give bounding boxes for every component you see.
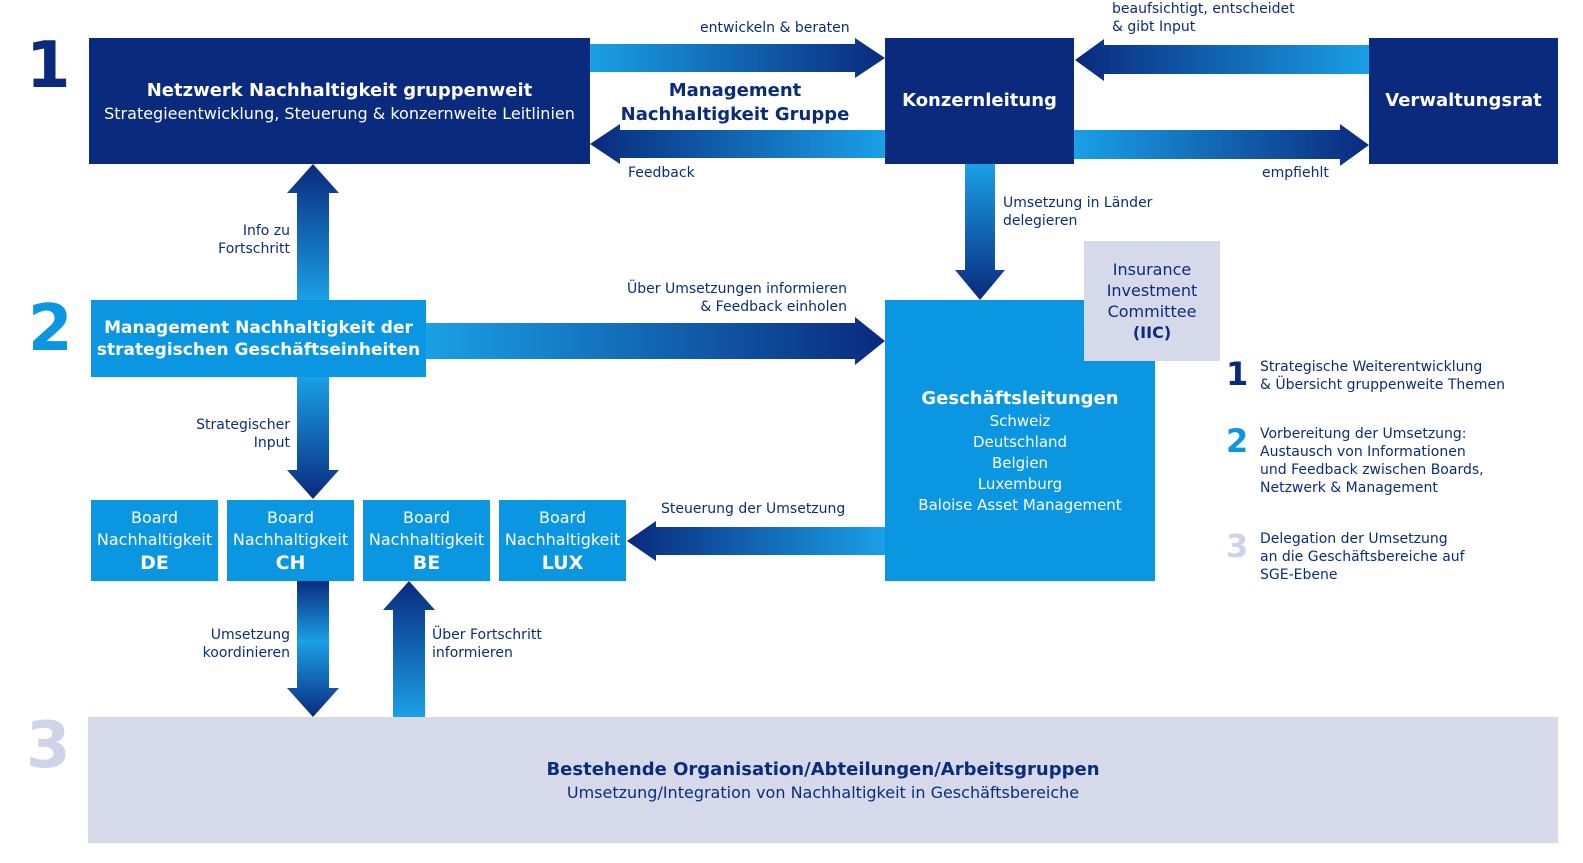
- konzernleitung-box: Konzernleitung: [885, 38, 1074, 164]
- label-ueber-umsetzungen-2: & Feedback einholen: [700, 299, 847, 315]
- board-label: Board: [402, 507, 451, 527]
- board-label: Board: [130, 507, 179, 527]
- label-umsetzung-laender-1: Umsetzung in Länder: [1003, 195, 1153, 211]
- arrow-umsetzung-koordinieren: [287, 580, 339, 717]
- arrow-umsetzung-laender: [955, 164, 1005, 300]
- legend-text: an die Geschäftsbereiche auf: [1260, 549, 1465, 565]
- legend-text: Vorbereitung der Umsetzung:: [1260, 426, 1467, 442]
- iic-box: Insurance Investment Committee (IIC): [1084, 241, 1220, 361]
- mgmt-sge-box: Management Nachhaltigkeit der strategisc…: [91, 300, 426, 377]
- label-steuerung: Steuerung der Umsetzung: [661, 501, 846, 517]
- label-ueber-fortschritt-2: informieren: [432, 645, 513, 661]
- geschaeftsleitung-item: Deutschland: [972, 433, 1068, 451]
- label-empfiehlt: empfiehlt: [1262, 165, 1329, 181]
- arrow-empfiehlt: [1074, 124, 1369, 166]
- label-umsetzung-koordinieren-2: koordinieren: [202, 645, 290, 661]
- label-info-fortschritt-2: Fortschritt: [218, 241, 290, 257]
- board-label: Nachhaltigkeit: [232, 529, 349, 549]
- legend-text: und Feedback zwischen Boards,: [1260, 462, 1484, 478]
- board-lux: Board Nachhaltigkeit LUX: [499, 500, 626, 581]
- arrow-beaufsichtigt: [1075, 39, 1370, 81]
- board-code: BE: [412, 551, 441, 574]
- board-label: Board: [538, 507, 587, 527]
- netzwerk-box: Netzwerk Nachhaltigkeit gruppenweit Stra…: [89, 38, 590, 164]
- label-mgmt-gruppe-2: Nachhaltigkeit Gruppe: [620, 104, 850, 125]
- netzwerk-title: Netzwerk Nachhaltigkeit gruppenweit: [146, 79, 533, 101]
- legend-text: & Übersicht gruppenweite Themen: [1260, 377, 1506, 393]
- label-ueber-umsetzungen-1: Über Umsetzungen informieren: [627, 281, 847, 297]
- label-mgmt-gruppe-1: Management: [668, 80, 802, 101]
- legend-number-2: 2: [1226, 422, 1249, 460]
- iic-line4: (IIC): [1132, 323, 1172, 342]
- label-info-fortschritt-1: Info zu: [242, 223, 290, 239]
- board-code: LUX: [541, 551, 584, 574]
- board-label: Nachhaltigkeit: [504, 529, 621, 549]
- level-1-number: 1: [26, 29, 71, 103]
- legend-text: SGE-Ebene: [1260, 567, 1338, 583]
- geschaeftsleitungen-title: Geschäftsleitungen: [921, 388, 1119, 409]
- level-3-number: 3: [26, 709, 71, 783]
- legend-text: Delegation der Umsetzung: [1260, 531, 1448, 547]
- legend-text: Netzwerk & Management: [1260, 480, 1438, 496]
- arrow-strategischer-input: [287, 377, 339, 499]
- board-label: Board: [266, 507, 315, 527]
- geschaeftsleitung-item: Belgien: [991, 454, 1049, 472]
- legend-number-3: 3: [1226, 527, 1249, 565]
- arrow-steuerung: [627, 521, 885, 561]
- board-de: Board Nachhaltigkeit DE: [91, 500, 218, 581]
- mgmt-sge-line1: Management Nachhaltigkeit der: [104, 317, 413, 338]
- geschaeftsleitung-item: Schweiz: [989, 412, 1051, 430]
- legend-text: Strategische Weiterentwicklung: [1260, 359, 1483, 375]
- bestehende-organisation-box: Bestehende Organisation/Abteilungen/Arbe…: [88, 717, 1558, 843]
- board-label: Nachhaltigkeit: [96, 529, 213, 549]
- label-feedback: Feedback: [628, 165, 695, 181]
- label-umsetzung-koordinieren-1: Umsetzung: [210, 627, 290, 643]
- bestehende-subtitle: Umsetzung/Integration von Nachhaltigkeit…: [566, 782, 1080, 802]
- label-ueber-fortschritt-1: Über Fortschritt: [432, 627, 542, 643]
- geschaeftsleitung-item: Baloise Asset Management: [918, 496, 1122, 514]
- konzernleitung-title: Konzernleitung: [902, 90, 1057, 111]
- board-label: Nachhaltigkeit: [368, 529, 485, 549]
- verwaltungsrat-box: Verwaltungsrat: [1369, 38, 1558, 164]
- verwaltungsrat-title: Verwaltungsrat: [1385, 90, 1542, 111]
- level-2-number: 2: [28, 292, 73, 366]
- arrow-info-fortschritt: [287, 164, 339, 300]
- iic-line3: Committee: [1107, 302, 1197, 321]
- legend-text: Austausch von Informationen: [1260, 444, 1466, 460]
- label-strategischer-1: Strategischer: [196, 417, 290, 433]
- legend-number-1: 1: [1226, 355, 1249, 393]
- netzwerk-subtitle: Strategieentwicklung, Steuerung & konzer…: [104, 103, 575, 123]
- label-beaufsichtigt-2: & gibt Input: [1112, 19, 1196, 35]
- board-code: CH: [275, 551, 306, 574]
- board-code: DE: [140, 551, 169, 574]
- iic-line2: Investment: [1106, 281, 1198, 300]
- bestehende-title: Bestehende Organisation/Abteilungen/Arbe…: [546, 758, 1100, 780]
- geschaeftsleitung-item: Luxemburg: [977, 475, 1063, 493]
- iic-line1: Insurance: [1112, 260, 1192, 279]
- label-beaufsichtigt-1: beaufsichtigt, entscheidet: [1112, 1, 1295, 17]
- mgmt-sge-line2: strategischen Geschäftseinheiten: [96, 339, 421, 360]
- arrow-entwickeln: [590, 38, 885, 78]
- board-ch: Board Nachhaltigkeit CH: [227, 500, 354, 581]
- arrow-feedback: [590, 124, 885, 164]
- label-umsetzung-laender-2: delegieren: [1003, 213, 1078, 229]
- label-entwickeln: entwickeln & beraten: [700, 20, 850, 36]
- arrow-ueber-umsetzungen: [426, 317, 885, 365]
- board-be: Board Nachhaltigkeit BE: [363, 500, 490, 581]
- label-strategischer-2: Input: [253, 435, 290, 451]
- arrow-ueber-fortschritt: [383, 581, 435, 717]
